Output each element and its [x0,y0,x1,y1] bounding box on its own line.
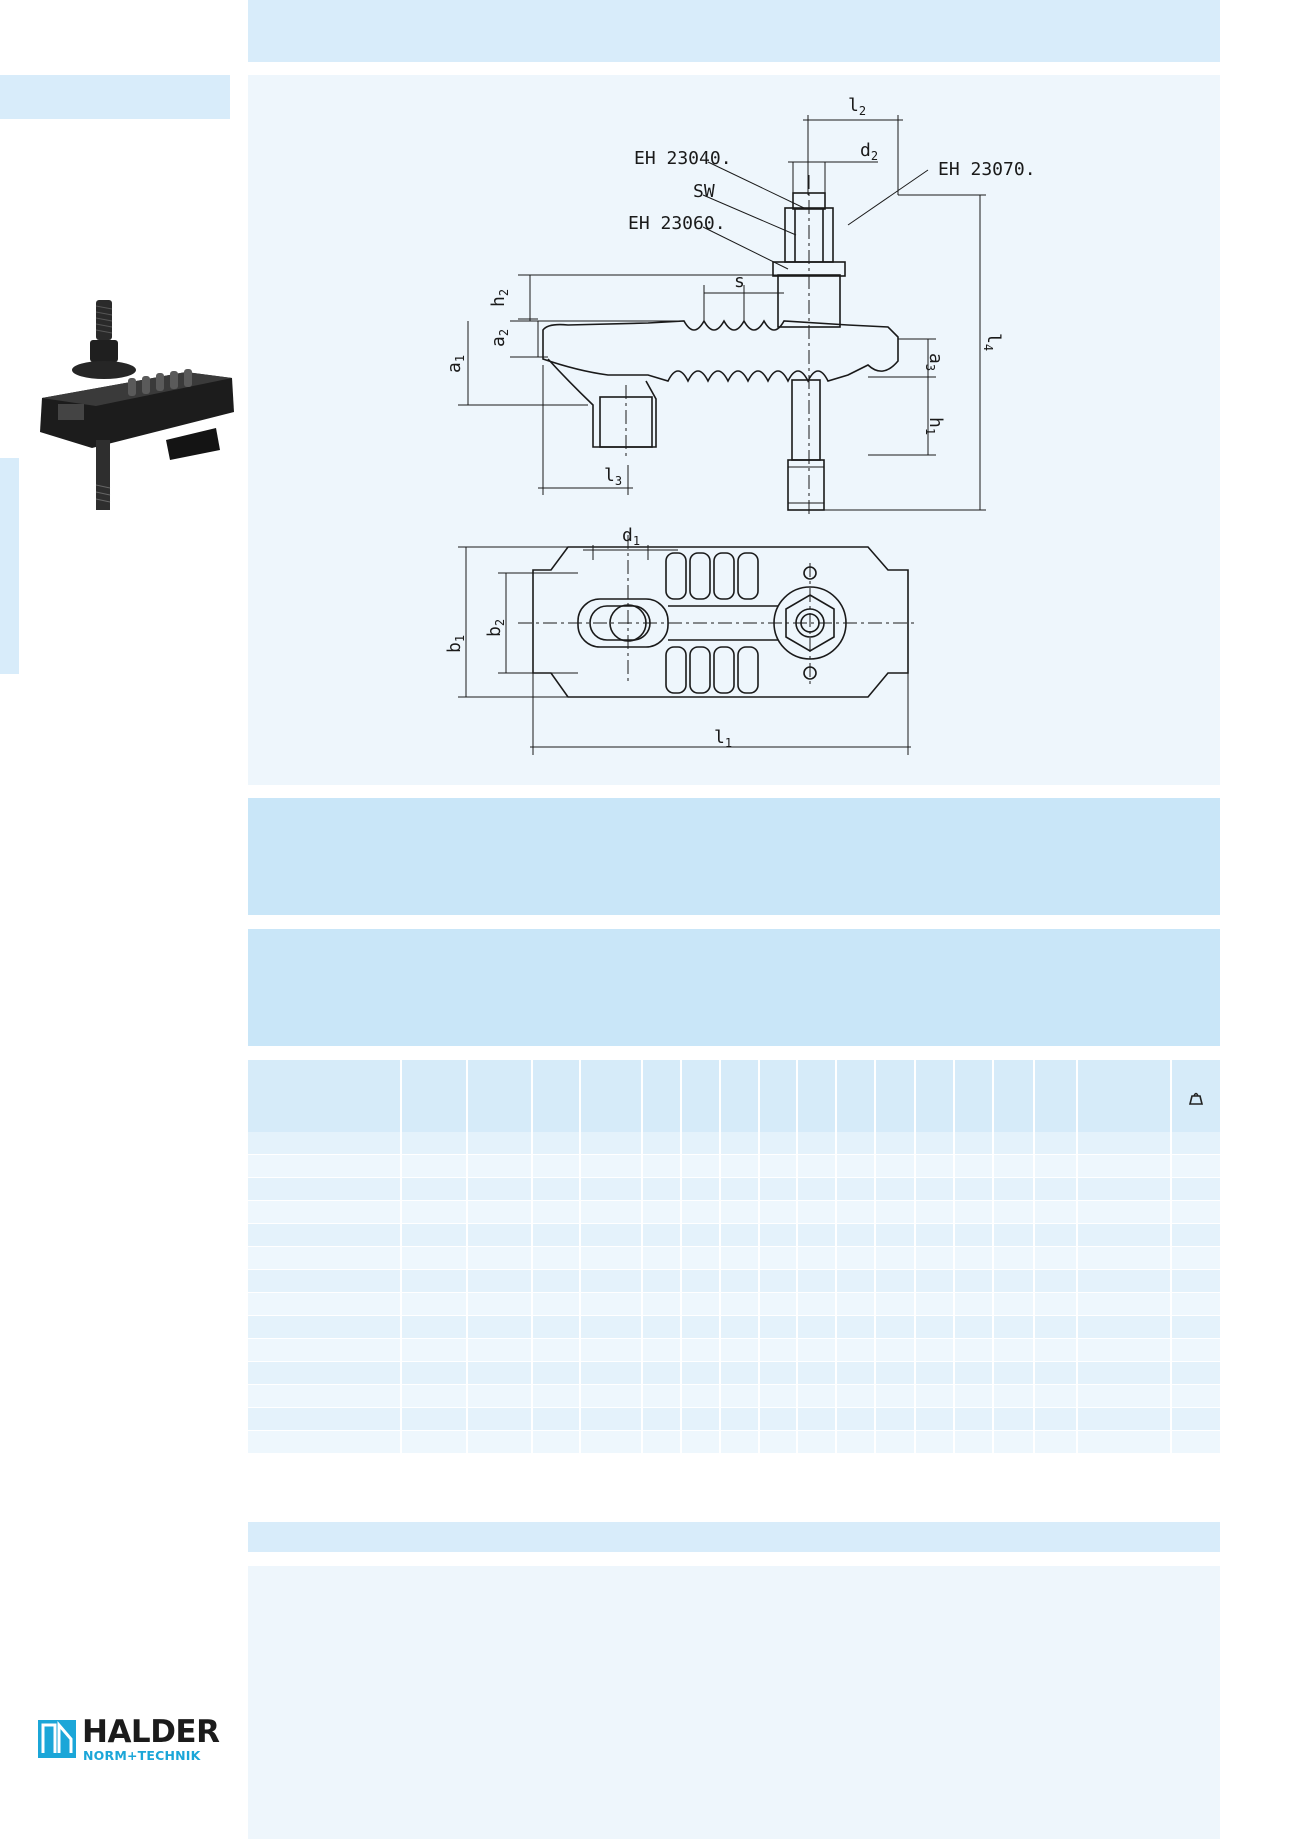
callout-eh-23070: EH 23070. [938,159,1036,180]
halder-logo-mark-icon [38,1720,76,1758]
callout-sw: SW [693,181,715,202]
table-header-row [248,1060,1220,1132]
dim-a1: a1 [444,355,467,373]
dim-h1: h1 [923,417,946,435]
table-body [248,1132,1220,1454]
dim-a3: a3 [923,353,946,371]
section-tab [0,75,230,119]
dimension-table [248,1060,1220,1454]
logo-wordmark: HALDER [82,1714,220,1750]
table-row [248,1385,1220,1408]
table-row [248,1155,1220,1178]
logo-tagline: NORM+TECHNIK [83,1748,201,1763]
dim-l4: l4 [981,333,1004,351]
top-header-band [248,0,1220,62]
dim-s: s [734,271,745,292]
side-rail-marker [0,458,19,674]
dim-h2: h2 [488,289,511,307]
table-row [248,1270,1220,1293]
dim-b2: b2 [484,619,507,637]
dim-l3: l3 [604,465,622,488]
table-row [248,1431,1220,1454]
footer-panel [248,1566,1220,1839]
dim-d1: d1 [622,525,640,548]
table-row [248,1178,1220,1201]
halder-logo: HALDER NORM+TECHNIK [38,1714,238,1763]
table-row [248,1201,1220,1224]
weight-icon [1188,1092,1204,1105]
callout-eh-23040: EH 23040. [634,148,732,169]
table-row [248,1293,1220,1316]
dim-d2: d2 [860,140,878,163]
technical-drawing: EH 23040. SW EH 23060. EH 23070. l2 d2 s… [444,95,1036,755]
table-row [248,1224,1220,1247]
product-photo [40,300,234,510]
table-row [248,1362,1220,1385]
dim-b1: b1 [444,635,467,653]
dim-a2: a2 [488,329,511,347]
footer-band [248,1522,1220,1552]
table-row [248,1247,1220,1270]
dim-l1: l1 [714,727,732,750]
description-band [248,798,1220,915]
table-row [248,1132,1220,1155]
table-row [248,1339,1220,1362]
table-row [248,1408,1220,1431]
dim-l2: l2 [848,95,866,118]
table-row [248,1316,1220,1339]
callout-eh-23060: EH 23060. [628,213,726,234]
material-band [248,929,1220,1046]
